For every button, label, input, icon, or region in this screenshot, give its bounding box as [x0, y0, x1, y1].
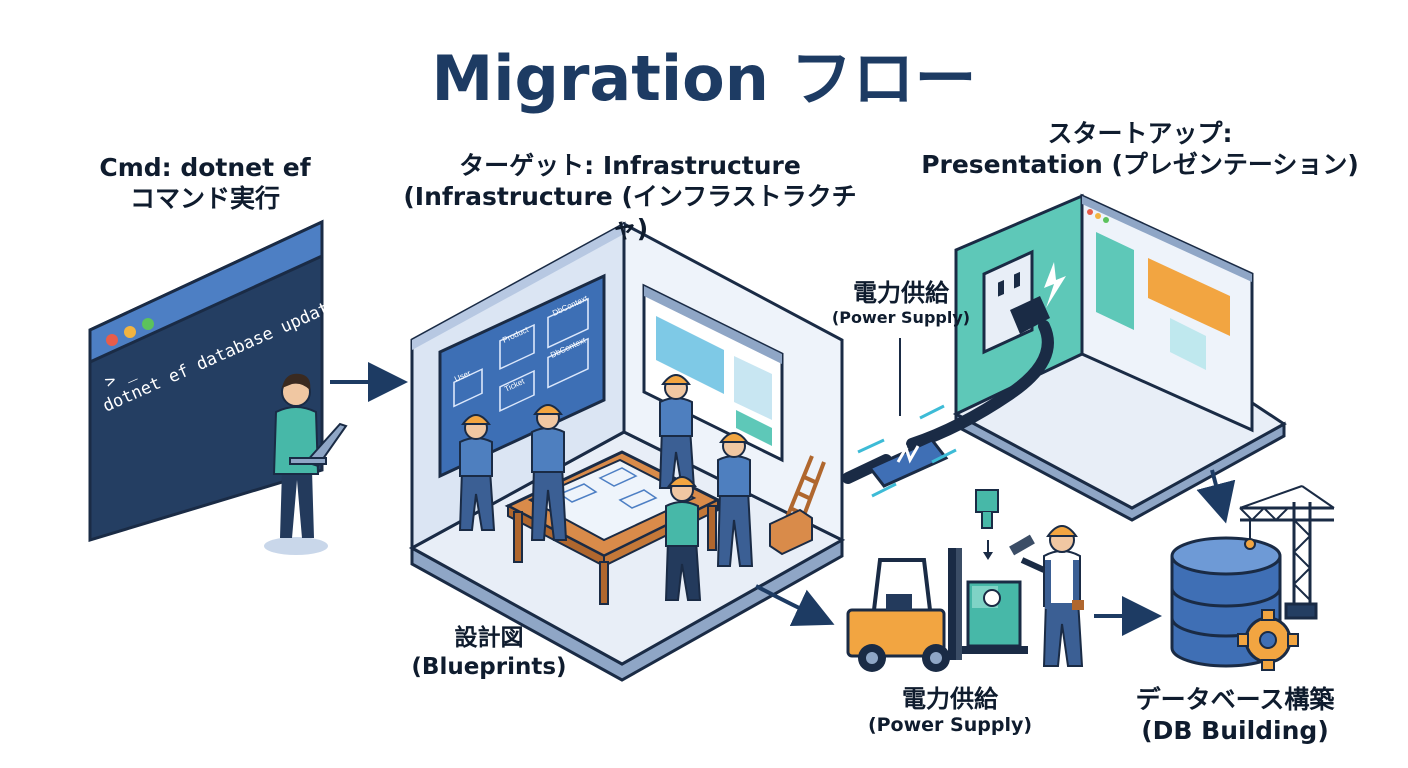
- infrastructure-room: User Product DbContext DbContext Ticket: [408, 221, 846, 682]
- target-label-line1: ターゲット: Infrastructure: [459, 151, 801, 180]
- page-title: Migration フロー: [431, 42, 977, 115]
- gear-icon: [1237, 609, 1299, 671]
- blueprints-label: 設計図 (Blueprints): [404, 624, 574, 682]
- db-building-label-line2: (DB Building): [1141, 716, 1329, 746]
- blueprints-label-line2: (Blueprints): [411, 653, 567, 680]
- db-building-label-line1: データベース構築: [1135, 685, 1335, 714]
- construction-workers: [458, 374, 754, 601]
- blueprints-label-line1: 設計図: [454, 625, 524, 651]
- builder-with-hammer: [1009, 525, 1084, 667]
- crane-icon: [1239, 485, 1335, 620]
- target-label: ターゲット: Infrastructure (Infrastructure (イ…: [390, 150, 870, 244]
- presentation-room: [952, 193, 1287, 522]
- window-close-dot: [106, 334, 118, 346]
- startup-label-line2: Presentation (プレゼンテーション): [921, 150, 1359, 180]
- arrow-presentation-to-db: [1196, 469, 1236, 524]
- hook-icon: [975, 489, 999, 560]
- power-supply-label-bottom: 電力供給 (Power Supply): [850, 684, 1050, 738]
- window-maximize-dot: [142, 318, 154, 330]
- cmd-label: Cmd: dotnet ef コマンド実行: [80, 152, 330, 215]
- db-building-label: データベース構築 (DB Building): [1110, 684, 1360, 747]
- power-supply-label-top: 電力供給 (Power Supply): [806, 278, 996, 328]
- power-supply-bottom-line1: 電力供給: [902, 685, 998, 713]
- startup-label: スタートアップ: Presentation (プレゼンテーション): [920, 118, 1360, 181]
- power-cable: [906, 320, 1054, 450]
- cmd-label-line2: コマンド実行: [129, 184, 280, 214]
- power-supply-bottom-line2: (Power Supply): [867, 714, 1033, 736]
- window-minimize-dot: [124, 326, 136, 338]
- power-coupler: [857, 404, 957, 498]
- forklift: [846, 548, 1028, 672]
- startup-label-line1: スタートアップ:: [1047, 119, 1233, 148]
- power-supply-top-line1: 電力供給: [853, 279, 949, 307]
- blueprint-class-diagram: [453, 297, 589, 413]
- power-supply-top-line2: (Power Supply): [831, 308, 971, 327]
- developer-with-laptop: [264, 373, 348, 555]
- arrow-infra-to-forklift: [755, 584, 835, 626]
- cmd-label-line1: Cmd: dotnet ef: [99, 153, 311, 182]
- target-label-line2: (Infrastructure (インフラストラクチャ): [403, 182, 857, 243]
